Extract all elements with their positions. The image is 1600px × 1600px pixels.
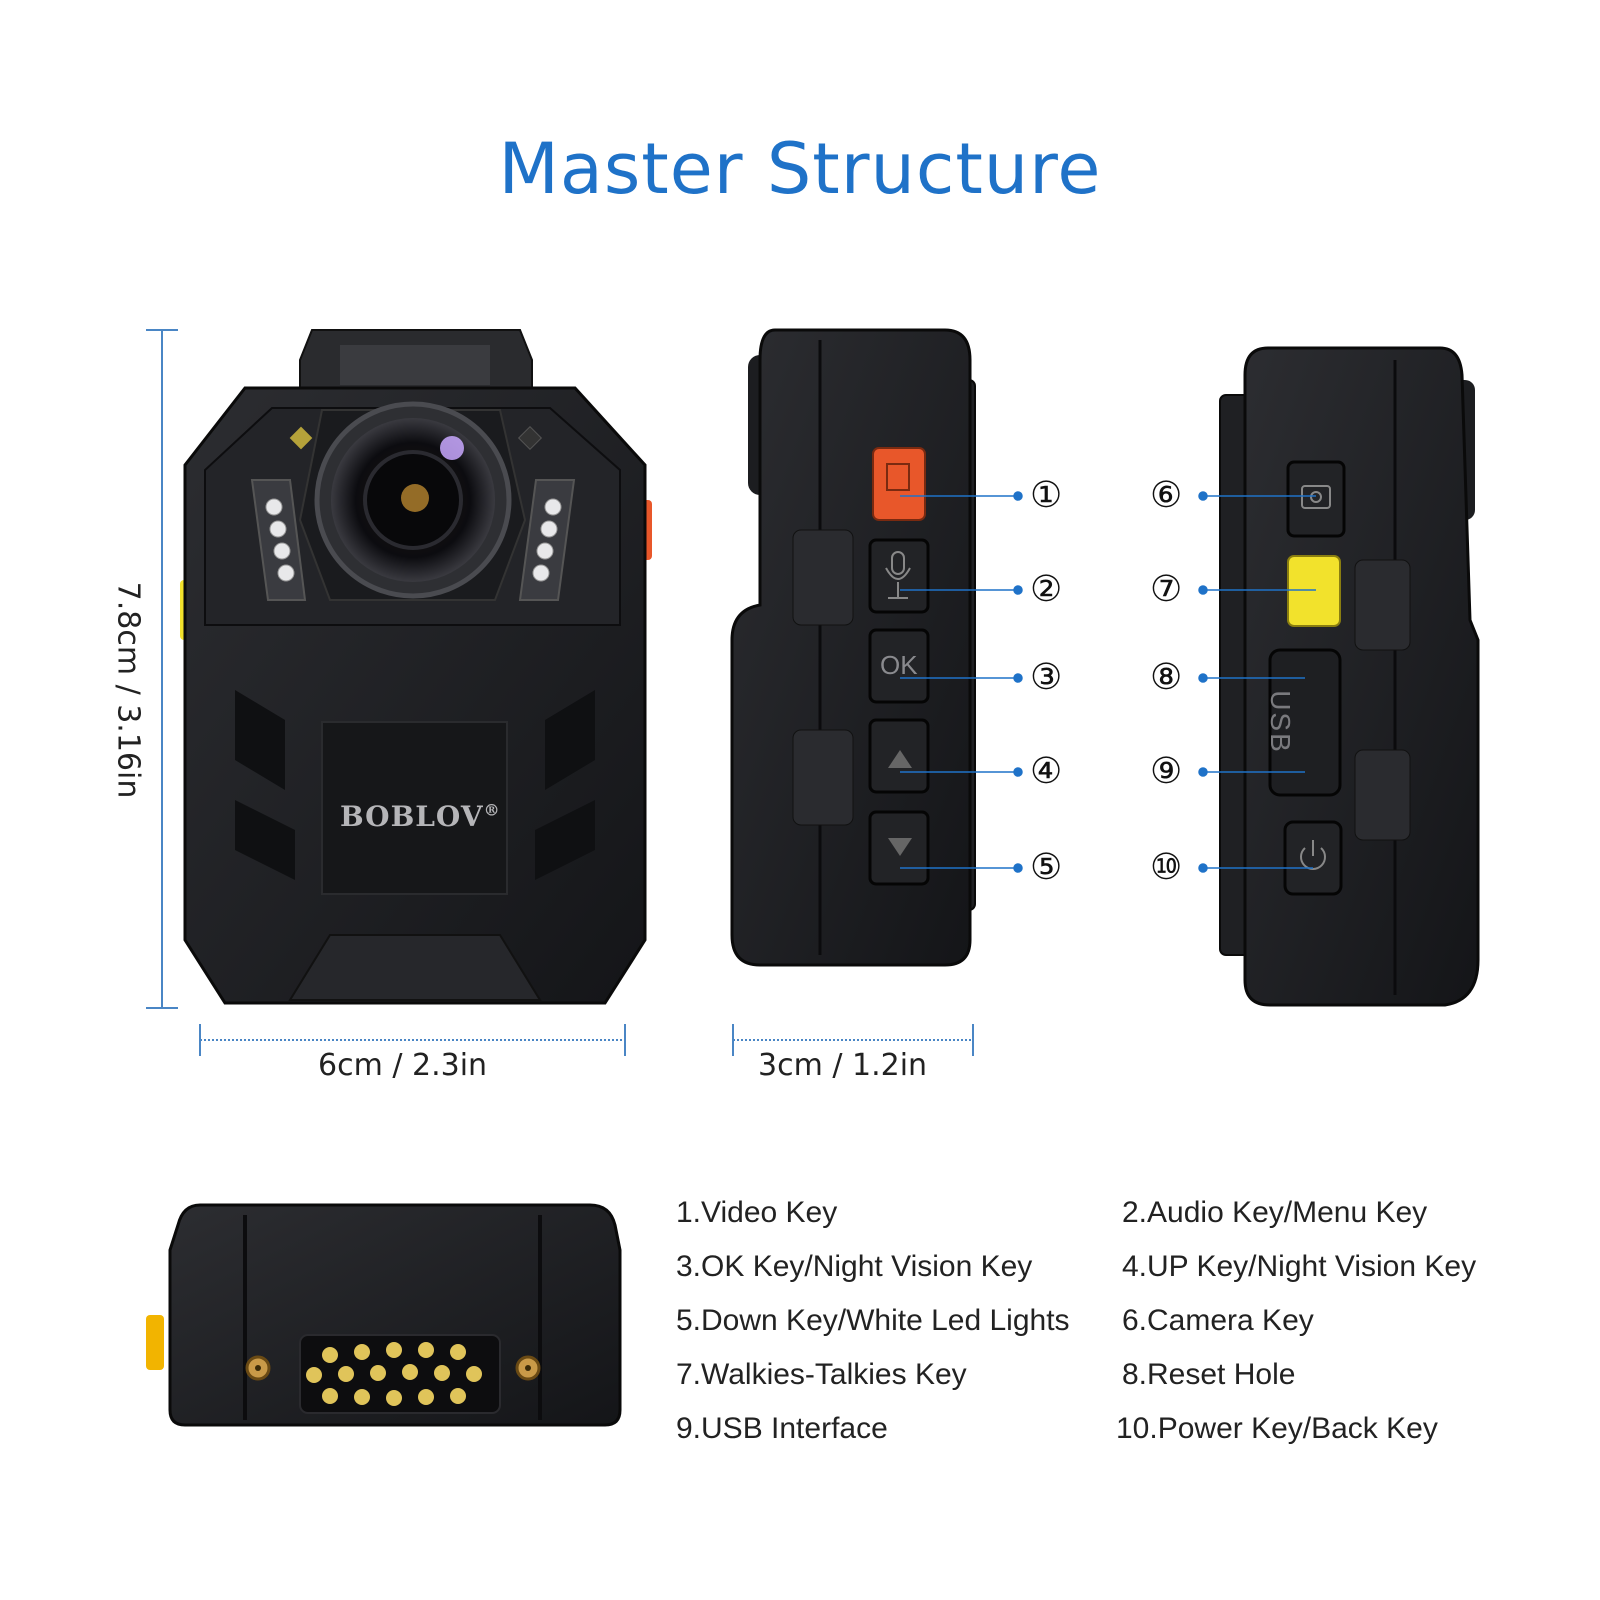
camera-side-view-right — [1219, 346, 1480, 1007]
callout-2: ② — [1030, 569, 1063, 610]
legend-item: 1.Video Key — [676, 1196, 838, 1229]
legend-item: 9.USB Interface — [676, 1412, 888, 1445]
callout-8: ⑧ — [1150, 657, 1183, 698]
callout-10: ⑩ — [1150, 847, 1183, 888]
ok-key — [868, 628, 930, 704]
callout-3: ③ — [1030, 657, 1063, 698]
legend-item: 2.Audio Key/Menu Key — [1122, 1196, 1428, 1229]
legend-item: 6.Camera Key — [1122, 1304, 1314, 1337]
camera-front-view — [180, 329, 652, 1005]
dimension-height-line — [146, 329, 178, 1009]
legend-item: 10.Power Key/Back Key — [1116, 1412, 1438, 1445]
brand-logo-text: BOBLOV — [340, 800, 484, 833]
legend-item: 8.Reset Hole — [1122, 1358, 1296, 1391]
power-back-key — [1283, 820, 1343, 896]
camera-key — [1286, 460, 1346, 538]
usb-cover — [1268, 648, 1342, 797]
brand-logo: BOBLOV® — [340, 800, 501, 833]
walkie-talkie-key — [1287, 555, 1341, 627]
callout-4: ④ — [1030, 751, 1063, 792]
page-title: Master Structure — [498, 128, 1102, 210]
camera-side-view-left — [730, 328, 976, 967]
callout-9: ⑨ — [1150, 751, 1183, 792]
callout-7: ⑦ — [1150, 569, 1183, 610]
dimension-height-label: 7.8cm / 3.16in — [110, 581, 146, 799]
video-key — [872, 447, 926, 521]
dimension-width-label: 6cm / 2.3in — [318, 1048, 488, 1083]
camera-bottom-view — [146, 1203, 622, 1427]
dimension-width-line — [199, 1024, 626, 1056]
legend-item: 3.OK Key/Night Vision Key — [676, 1250, 1033, 1283]
callout-leaders-left — [900, 491, 1023, 873]
callout-leaders-right — [1198, 491, 1316, 873]
legend-item: 5.Down Key/White Led Lights — [676, 1304, 1070, 1337]
ok-key-label: OK — [880, 650, 918, 680]
audio-menu-key — [868, 538, 930, 614]
callout-1: ① — [1030, 475, 1063, 516]
legend-item: 4.UP Key/Night Vision Key — [1122, 1250, 1477, 1283]
legend-item: 7.Walkies-Talkies Key — [676, 1358, 967, 1391]
callout-5: ⑤ — [1030, 847, 1063, 888]
callout-6: ⑥ — [1150, 475, 1183, 516]
dimension-depth-label: 3cm / 1.2in — [758, 1048, 928, 1083]
usb-cover-label: USB — [1265, 690, 1296, 754]
dimension-depth-line — [732, 1024, 974, 1056]
